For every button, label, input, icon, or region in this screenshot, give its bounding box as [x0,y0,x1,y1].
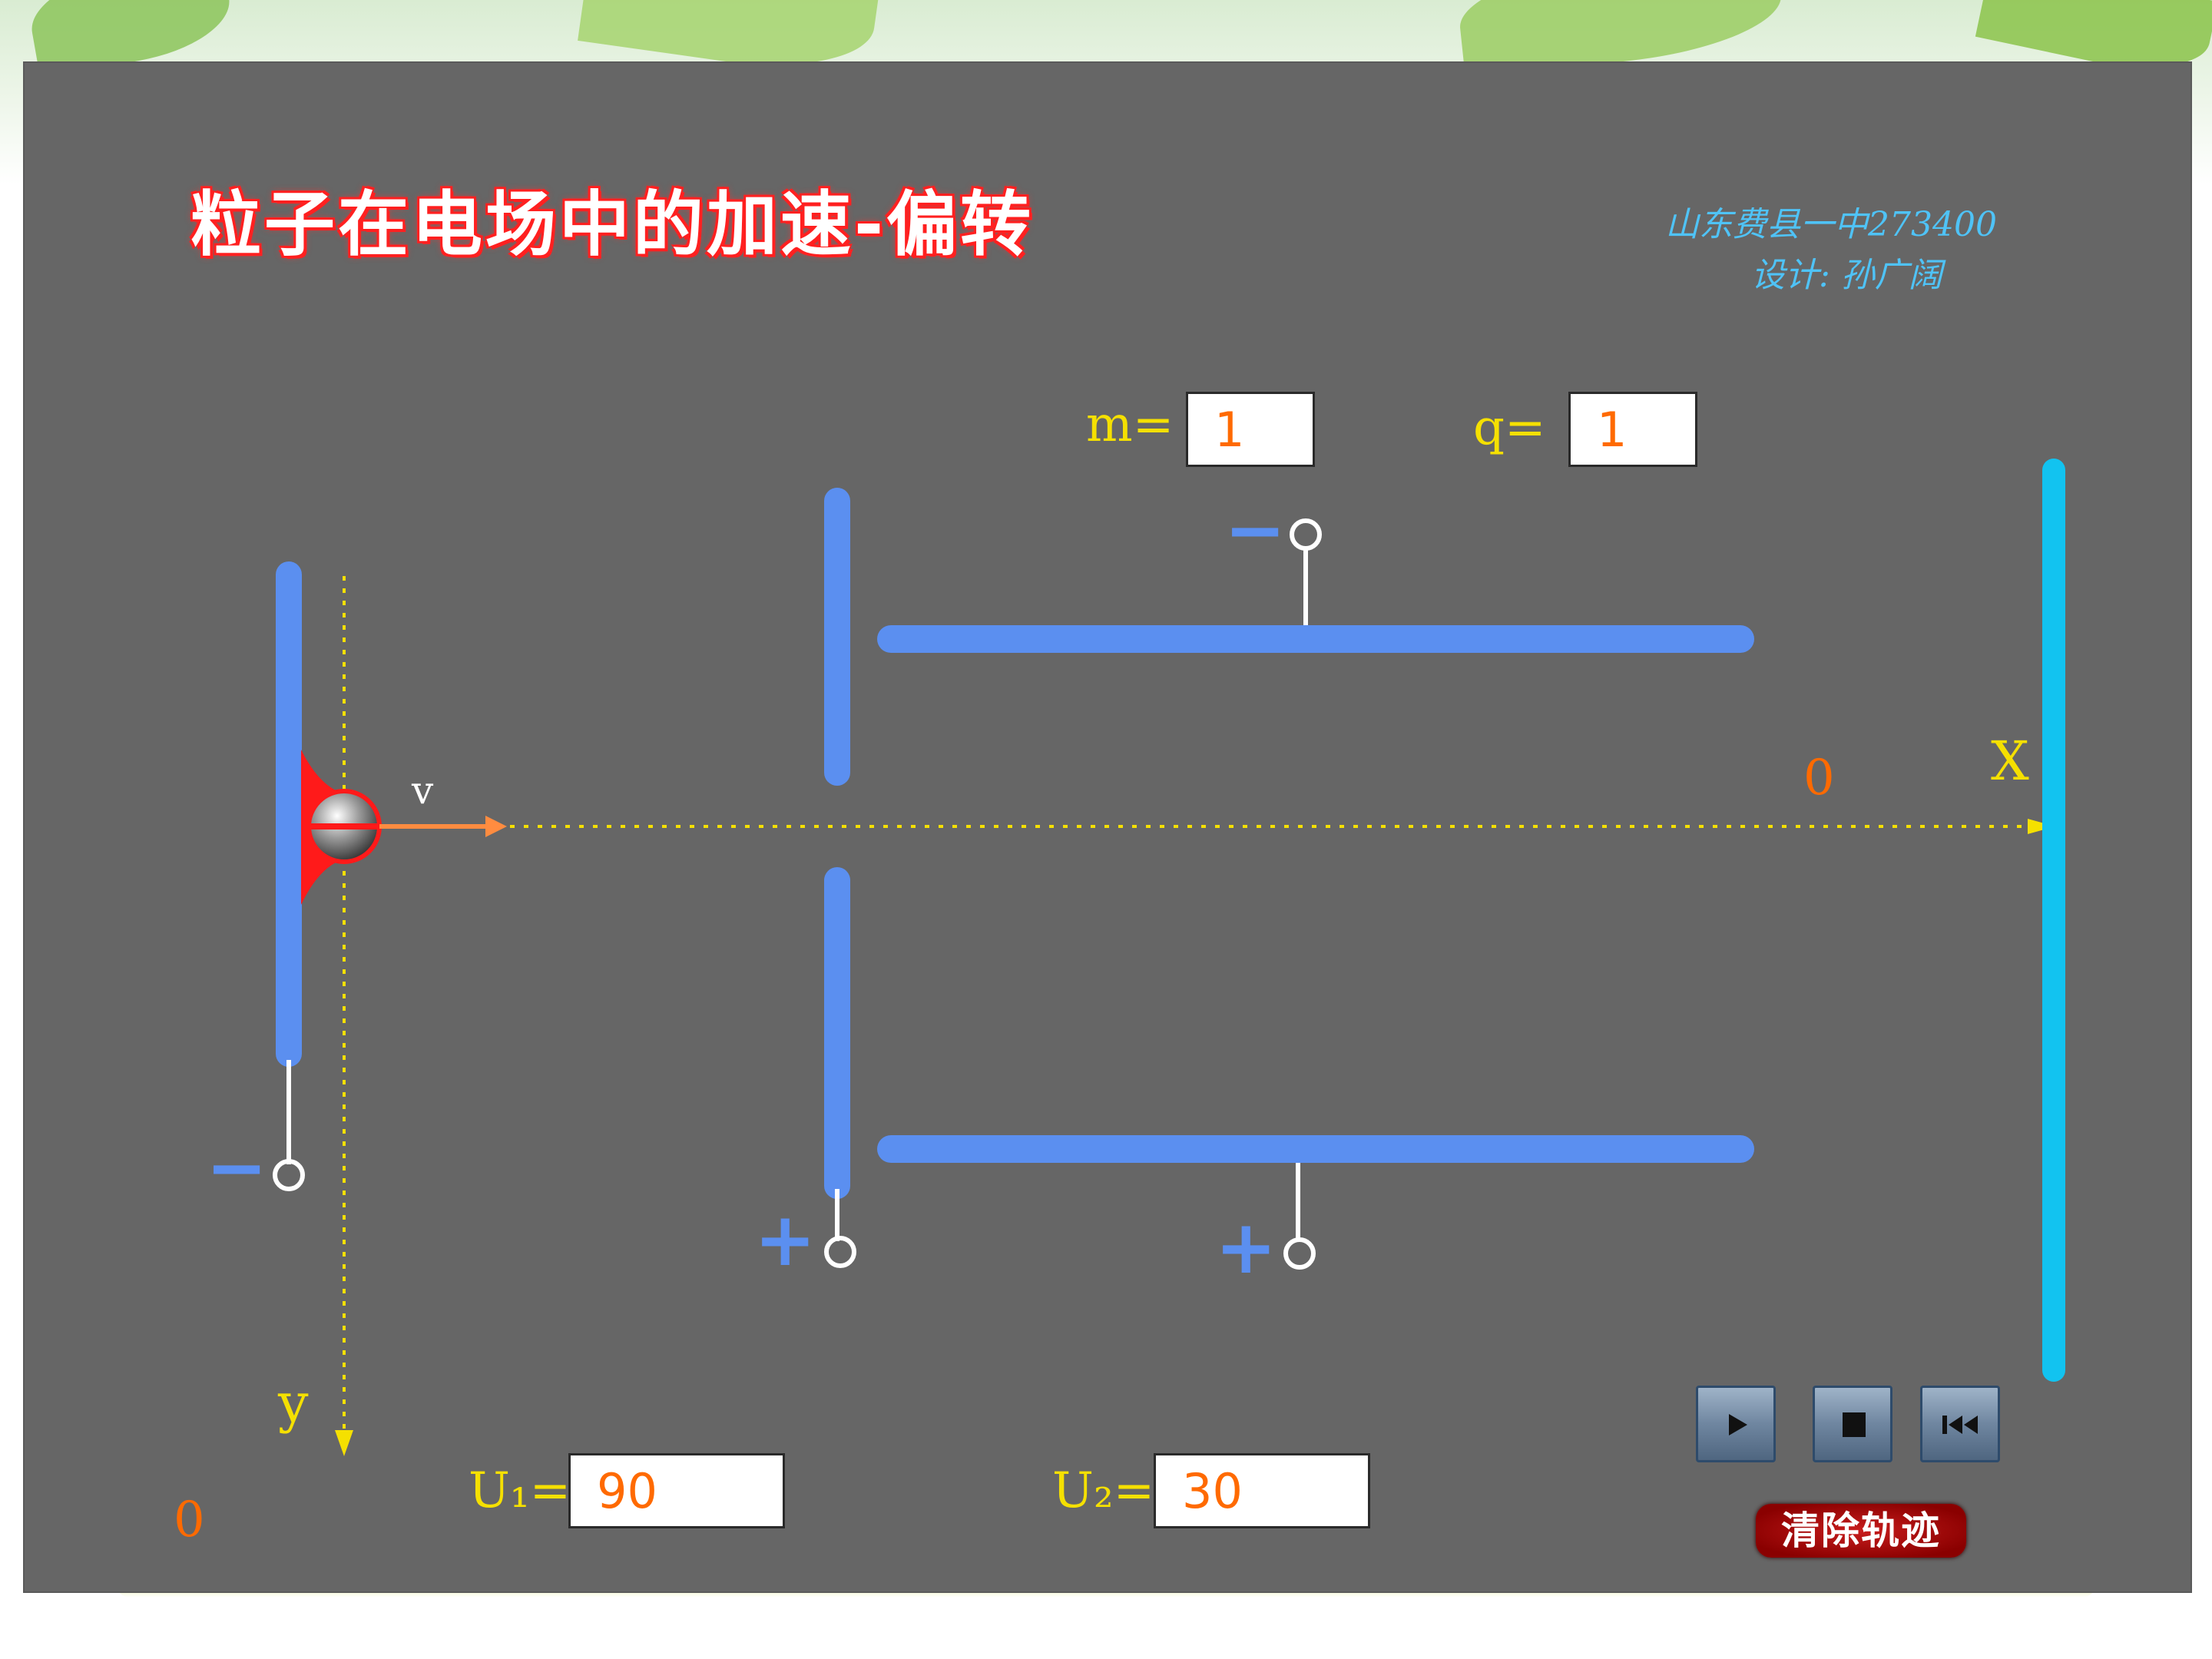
velocity-label: v [412,768,434,813]
credit-school: 山东费县一中273400 [1665,205,1997,244]
u2-input[interactable] [1154,1453,1370,1528]
u1-label: U₁= [469,1462,571,1519]
play-button[interactable] [1696,1386,1776,1462]
mass-input[interactable] [1186,392,1315,467]
x-axis-label: X [1991,730,2029,793]
deflect-bottom-terminal [1283,1237,1316,1270]
u1-input[interactable] [568,1453,785,1528]
clear-trace-button[interactable]: 清除轨迹 [1756,1504,1966,1558]
y-readout: 0 [174,1492,205,1548]
velocity-arrowhead [485,816,507,837]
rewind-button[interactable] [1920,1386,2000,1462]
u2-label: U₂= [1052,1462,1155,1519]
page-title: 粒子在电场中的加速-偏转 [190,184,1035,266]
credit-designer: 设计: 孙广阔 [1751,256,1942,295]
stop-icon [1843,1412,1866,1437]
deflect-top-terminal [1290,518,1322,551]
deflect-top-sign: − [1224,487,1286,573]
deflect-bottom-sign: + [1215,1204,1277,1290]
y-axis-label: y [278,1372,309,1435]
mass-label: m= [1086,396,1174,453]
charge-label: q= [1473,399,1546,456]
accel-plate-sign: − [206,1124,268,1210]
rewind-icon [1942,1416,1978,1434]
accel-plate-terminal [273,1159,305,1191]
y-axis-arrow [335,1430,353,1456]
accel-grid-sign: + [754,1197,816,1283]
stop-button[interactable] [1813,1386,1892,1462]
accel-grid-terminal [824,1236,856,1268]
x-readout: 0 [1803,750,1835,806]
play-icon [1729,1414,1747,1435]
charge-input[interactable] [1568,392,1697,467]
x-axis-arrow [2028,819,2055,834]
